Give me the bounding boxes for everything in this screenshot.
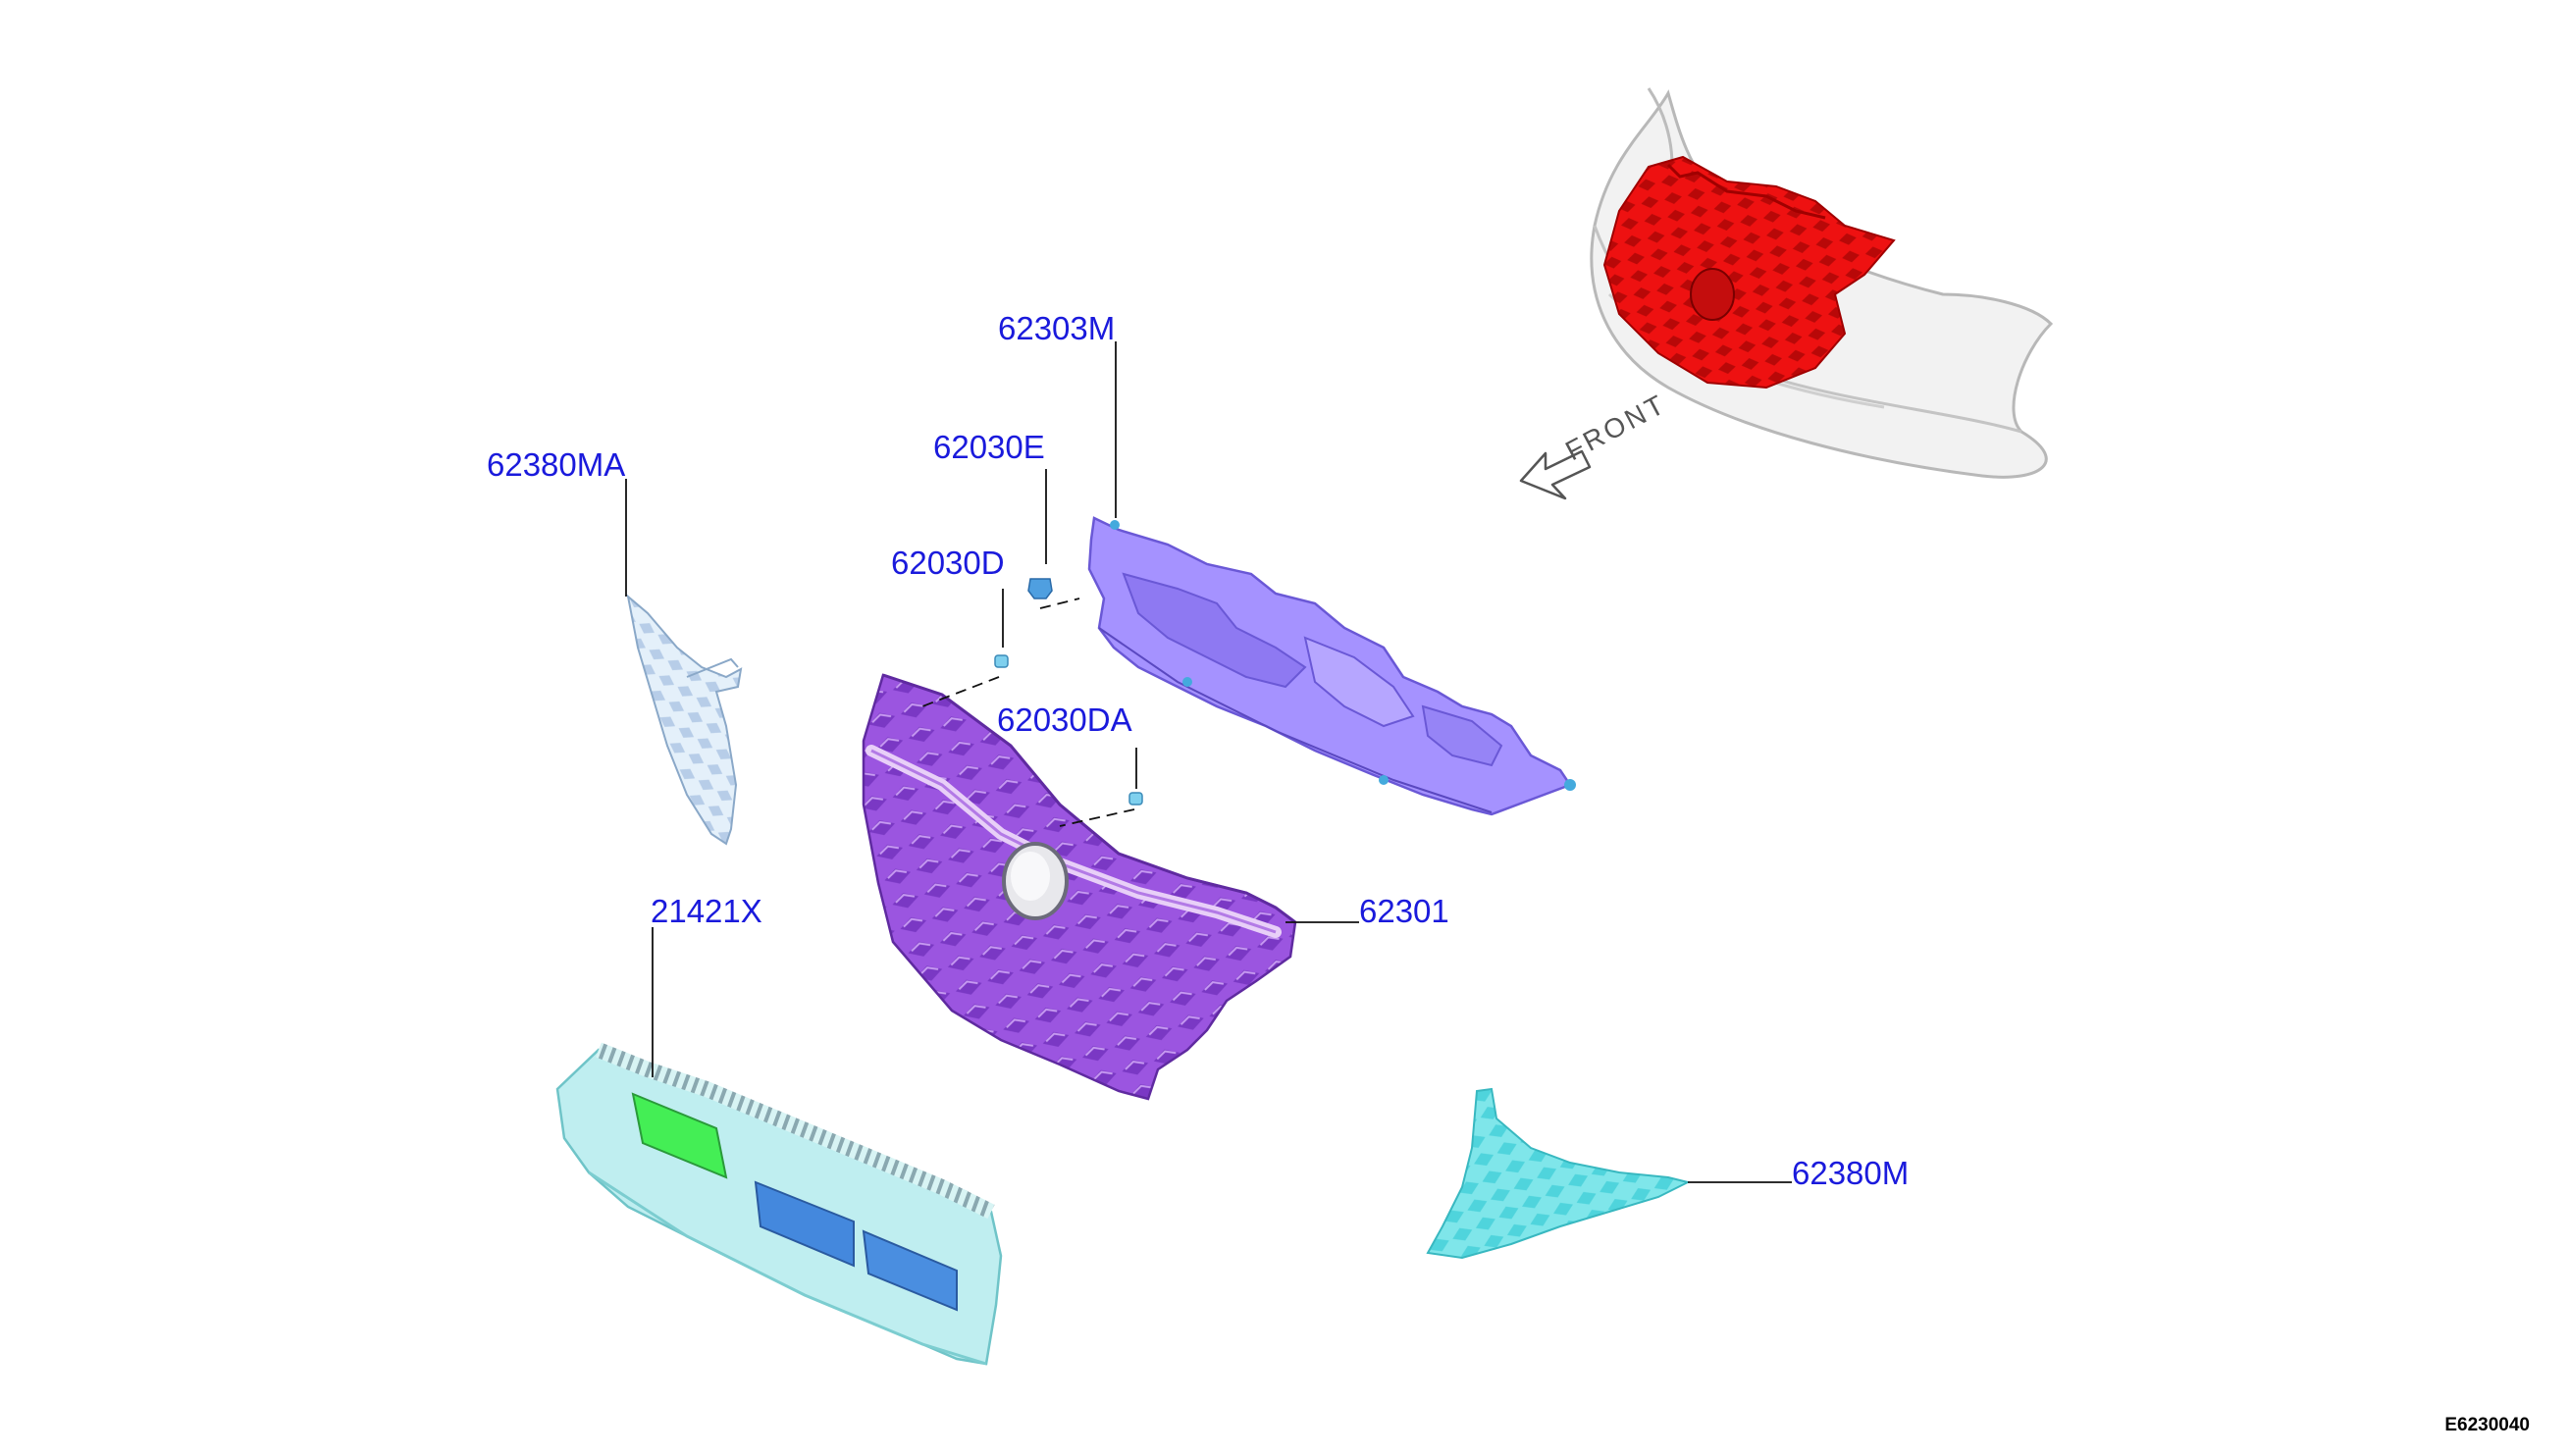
part-right-corner-mesh [1426, 1087, 1691, 1260]
callout-62030E: 62030E [933, 429, 1045, 465]
part-radiator-shroud [555, 1042, 1003, 1366]
front-label: FRONT [1560, 389, 1671, 467]
callout-62380MA: 62380MA [487, 446, 625, 483]
part-upper-cover [1087, 516, 1576, 816]
fastener-62030E [1027, 578, 1053, 599]
callout-62303M: 62303M [998, 310, 1115, 346]
callout-62380M: 62380M [1792, 1155, 1909, 1191]
highlighted-grille-in-bumper [1602, 155, 1896, 390]
part-front-grille [862, 673, 1297, 1101]
part-left-corner-mesh [626, 594, 743, 846]
callout-62030DA: 62030DA [997, 702, 1132, 738]
callout-62301: 62301 [1359, 893, 1449, 929]
callout-21421X: 21421X [651, 893, 762, 929]
leader-lines [625, 341, 1792, 1183]
diagram-code: E6230040 [2444, 1415, 2530, 1435]
fastener-62030DA [1128, 792, 1143, 806]
fastener-62030D [994, 654, 1009, 668]
callout-62030D: 62030D [891, 545, 1005, 581]
front-arrow: FRONT [1519, 389, 1671, 500]
bumper-overview: FRONT [1519, 87, 2054, 500]
